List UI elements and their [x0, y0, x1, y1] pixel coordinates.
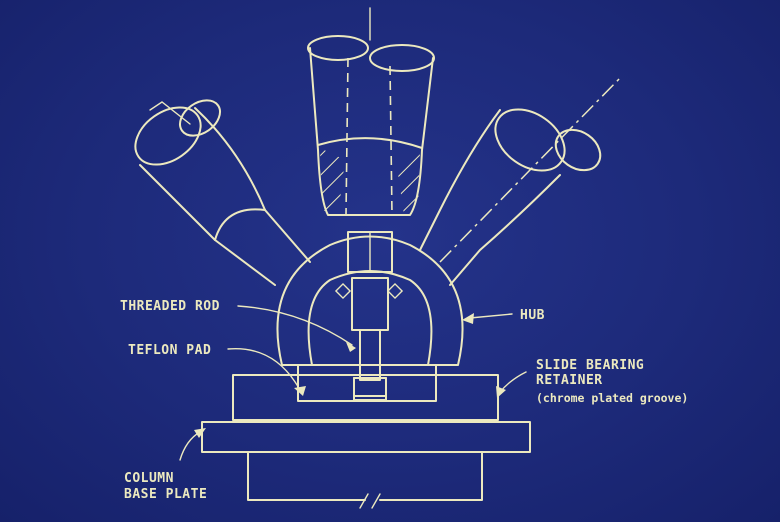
- slide-bearing-retainer: [232, 364, 499, 421]
- hub-leader: [469, 313, 513, 319]
- label-slide-bearing-1: SLIDE BEARING: [536, 358, 644, 373]
- label-slide-bearing-note: (chrome plated groove): [536, 391, 688, 405]
- center-tube: [307, 35, 435, 216]
- left-tube: [134, 99, 311, 286]
- label-column-2: BASE PLATE: [124, 487, 207, 502]
- label-slide-bearing-2: RETAINER: [536, 373, 603, 388]
- label-teflon-pad: TEFLON PAD: [128, 343, 211, 358]
- label-hub: HUB: [520, 308, 545, 323]
- slide-bearing-arrow: [496, 386, 506, 398]
- teflon-pad-arrow: [294, 386, 306, 396]
- column-arrow: [194, 428, 206, 438]
- teflon-pad-leader: [227, 347, 301, 391]
- right-tube: [419, 75, 623, 286]
- column-leader: [179, 431, 201, 461]
- slide-bearing-leader: [499, 371, 527, 393]
- hub-dome: [276, 231, 464, 366]
- column-base-plate: [201, 421, 531, 509]
- label-threaded-rod: THREADED ROD: [120, 299, 220, 314]
- label-column-1: COLUMN: [124, 471, 174, 486]
- hub-arrow: [462, 313, 474, 324]
- threaded-rod: [353, 329, 387, 397]
- threaded-rod-arrow: [346, 342, 356, 352]
- threaded-rod-leader: [237, 305, 353, 346]
